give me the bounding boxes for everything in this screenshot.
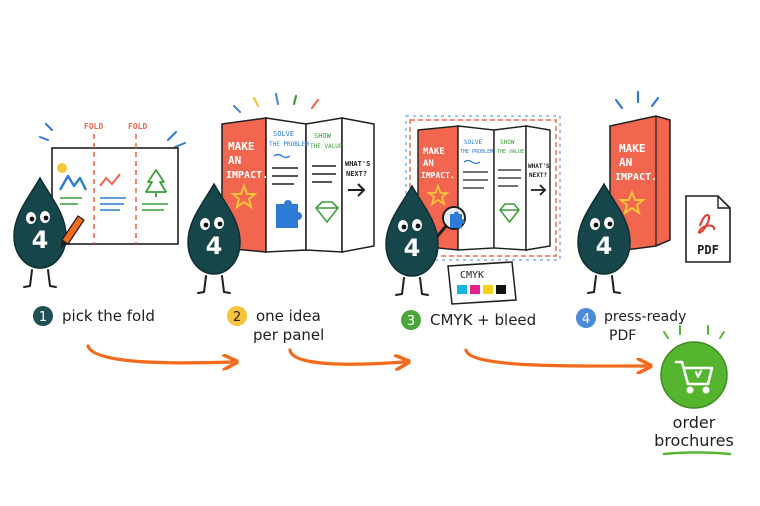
- cart-icon: [674, 360, 714, 394]
- svg-text:4: 4: [32, 226, 49, 254]
- step-label-line-2: per panel: [253, 326, 324, 344]
- step-number: 2: [233, 310, 241, 325]
- panel-2-title-2: THE PROBLEM: [269, 141, 309, 148]
- star-icon: [618, 189, 646, 216]
- svg-text:4: 4: [596, 232, 613, 260]
- brochure-panel-2: [265, 117, 307, 253]
- panel-3-title-1: SHOW: [500, 139, 515, 146]
- step-badge: [576, 308, 596, 328]
- fold-label-right: FOLD: [128, 122, 147, 131]
- scene-pick-the-fold: FOLD FOLD 4: [13, 122, 186, 288]
- cover-line-3: IMPACT.: [615, 172, 657, 183]
- step-badge: [227, 306, 247, 326]
- sparkle-lines: [614, 90, 660, 110]
- puzzle-icon: [276, 200, 302, 228]
- star-icon: [426, 183, 450, 207]
- step-2: 2 one idea per panel: [227, 306, 324, 344]
- panel-2-title-1: SOLVE: [464, 139, 482, 146]
- pdf-file-icon: PDF: [685, 195, 731, 263]
- flow-arrows: [86, 344, 646, 366]
- fold-label-left: FOLD: [84, 122, 103, 131]
- arrow-3-to-final: [464, 348, 646, 366]
- cart-badge[interactable]: [660, 341, 728, 409]
- order-brochures-target[interactable]: order brochures: [654, 325, 734, 456]
- step-number: 4: [582, 312, 590, 327]
- panel-2-title-2: THE PROBLEM: [460, 149, 493, 155]
- svg-text:4: 4: [404, 234, 421, 262]
- step-number: 1: [39, 310, 47, 325]
- step-number: 3: [407, 314, 415, 329]
- cover-line-2: AN: [228, 154, 241, 167]
- step-3: 3 CMYK + bleed: [401, 310, 536, 330]
- panel-2-title-1: SOLVE: [273, 130, 294, 138]
- sparkle-lines: [663, 325, 725, 339]
- order-label: order: [673, 413, 716, 432]
- panel-4-title-2: NEXT?: [529, 172, 547, 179]
- order-label-line-2: brochures: [654, 431, 734, 450]
- cover-line-3: IMPACT.: [226, 170, 268, 181]
- tree-sketch: [142, 169, 168, 211]
- mascot-drop: 4: [13, 177, 67, 288]
- step-label: pick the fold: [62, 307, 155, 325]
- pencil-icon: [60, 215, 85, 248]
- cover-line-2: AN: [423, 159, 434, 169]
- arrow-right-icon: [348, 183, 366, 197]
- gem-icon: [499, 203, 520, 224]
- arrow-2-to-3: [288, 348, 404, 364]
- puzzle-icon: [450, 211, 465, 228]
- scene-one-idea-per-panel: MAKE AN IMPACT. SOLVE THE PROBLEM SHOW T…: [187, 92, 375, 294]
- mascot-drop: 4: [187, 183, 241, 294]
- panel-4-title-1: WHAT'S: [528, 163, 550, 170]
- cmyk-label: CMYK: [460, 270, 484, 281]
- panel-3-title-2: THE VALUE: [310, 143, 343, 150]
- scene-press-ready-pdf: MAKE AN IMPACT. 4 PDF: [577, 90, 731, 294]
- step-label: CMYK + bleed: [430, 311, 536, 329]
- step-badge: [33, 306, 53, 326]
- arrow-1-to-2: [86, 344, 232, 363]
- panel-4-title-2: NEXT?: [346, 170, 367, 178]
- image-sketch: [57, 163, 88, 205]
- cover-line-1: MAKE: [228, 140, 255, 153]
- cover-line-3: IMPACT.: [421, 171, 455, 180]
- step-label: press-ready: [604, 309, 686, 325]
- panel-4-title-1: WHAT'S: [345, 160, 370, 168]
- step-1: 1 pick the fold: [33, 306, 155, 326]
- step-4: 4 press-ready PDF: [576, 308, 686, 344]
- chart-sketch: [99, 173, 126, 211]
- scene-cmyk-bleed: MAKE AN IMPACT. SOLVE THE PROBLEM SHOW T…: [385, 115, 561, 305]
- step-label: one idea: [256, 307, 321, 325]
- sparkle-lines: [39, 123, 186, 148]
- cover-line-1: MAKE: [423, 147, 445, 157]
- cmyk-swatch-card: CMYK: [447, 261, 517, 305]
- brochure-panel-4: [525, 125, 551, 251]
- mascot-drop: 4: [577, 183, 631, 294]
- sparkle-lines: [232, 92, 320, 114]
- mascot-drop: 4: [385, 185, 439, 296]
- star-icon: [230, 183, 258, 210]
- cover-line-2: AN: [619, 156, 632, 169]
- pdf-label: PDF: [697, 243, 719, 257]
- svg-text:4: 4: [206, 232, 223, 260]
- step-label-line-2: PDF: [609, 328, 636, 344]
- step-badge: [401, 310, 421, 330]
- panel-3-title-2: THE VALUE: [497, 149, 524, 155]
- panel-3-title-1: SHOW: [314, 132, 332, 140]
- arrow-right-icon: [531, 184, 547, 196]
- cover-line-1: MAKE: [619, 142, 646, 155]
- gem-icon: [314, 201, 340, 224]
- underline: [662, 451, 732, 456]
